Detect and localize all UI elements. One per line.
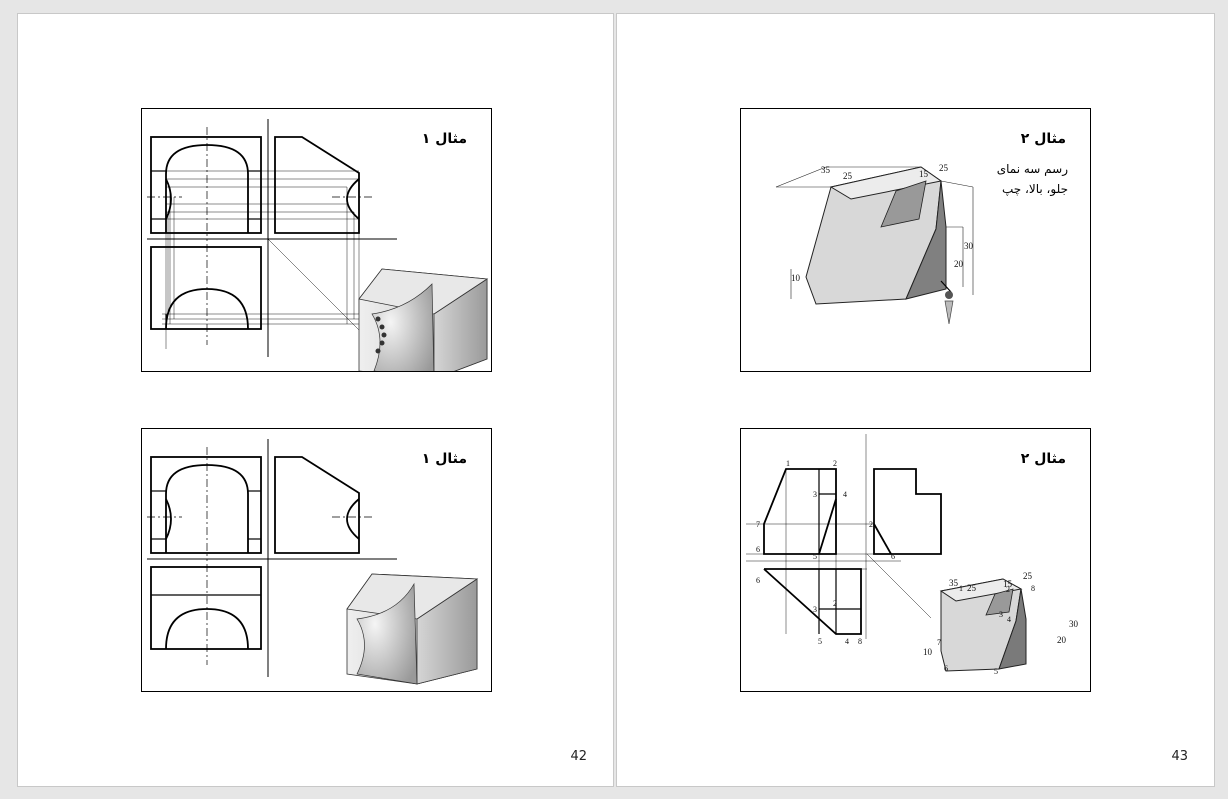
dim-label: 20	[954, 259, 964, 269]
isometric-block-1a	[358, 268, 489, 371]
isometric-block-1b	[346, 573, 479, 685]
isometric-block-2: 35 25 15 25 30 20 10	[775, 163, 974, 325]
iso-label: 5	[994, 667, 998, 676]
dim-label: 10	[923, 647, 933, 657]
slide-title: مثال ۲	[1020, 451, 1066, 467]
dim-label: 30	[964, 241, 974, 251]
iso-label: 1	[959, 584, 963, 593]
view-label: 6	[891, 552, 895, 561]
dim-label: 20	[1057, 635, 1067, 645]
view-label: 3	[813, 605, 817, 614]
iso-label: 8	[1031, 584, 1035, 593]
dim-label: 25	[939, 163, 949, 173]
view-label: 2	[869, 520, 873, 529]
dim-label: 35	[821, 165, 831, 175]
view-label: 4	[843, 490, 847, 499]
iso-label: 6	[944, 664, 948, 673]
view-label: 5	[818, 637, 822, 646]
slide-title: مثال ۱	[421, 451, 467, 467]
dim-label: 15	[919, 169, 929, 179]
dim-label: 25	[843, 171, 853, 181]
view-label: 1	[786, 459, 790, 468]
view-label: 6	[756, 545, 760, 554]
view-label: 8	[858, 637, 862, 646]
page-42: مثال ۱	[17, 13, 614, 787]
iso-label: 7	[937, 638, 941, 647]
orthographic-drawing-1b	[147, 439, 479, 685]
orthographic-drawing-2: 1 2 3 4 7 6 5 6 3 2 5 4 8 2 6	[746, 434, 1079, 676]
view-label: 5	[813, 552, 817, 561]
view-label: 4	[845, 637, 849, 646]
dim-label: 10	[791, 273, 801, 283]
iso-label: 4	[1007, 615, 1011, 624]
dim-label: 25	[1023, 571, 1033, 581]
slide-title: مثال ۱	[421, 131, 467, 147]
view-direction-arrow	[940, 280, 952, 293]
view-label: 2	[833, 599, 837, 608]
page-43: 35 25 15 25 30 20 10 مثال ۲ رسم سه نمای …	[616, 13, 1215, 787]
viewer-marker	[945, 291, 953, 299]
dim-label: 15	[1003, 579, 1013, 589]
iso-label: 2	[1006, 585, 1010, 594]
viewer-cone	[944, 300, 954, 325]
page-number: 43	[1171, 749, 1188, 764]
view-label: 7	[756, 520, 760, 529]
dim-label: 30	[1069, 619, 1079, 629]
view-label: 2	[833, 459, 837, 468]
page-number: 42	[570, 749, 587, 764]
slide-example-1-projection: مثال ۱	[141, 108, 492, 372]
orthographic-drawing-1a	[147, 119, 489, 371]
dim-label: 35	[949, 578, 959, 588]
slide-subtitle: رسم سه نمای جلو، بالا، چپ	[996, 162, 1068, 196]
slide-example-2-isometric: 35 25 15 25 30 20 10 مثال ۲ رسم سه نمای …	[740, 108, 1091, 372]
view-label: 6	[756, 576, 760, 585]
view-label: 3	[813, 490, 817, 499]
iso-label: 3	[999, 610, 1003, 619]
dim-label: 25	[967, 583, 977, 593]
isometric-block-2-small	[939, 578, 1027, 672]
slide-example-2-views: 1 2 3 4 7 6 5 6 3 2 5 4 8 2 6	[740, 428, 1091, 692]
slide-title: مثال ۲	[1020, 131, 1066, 147]
slide-example-1-clean: مثال ۱	[141, 428, 492, 692]
